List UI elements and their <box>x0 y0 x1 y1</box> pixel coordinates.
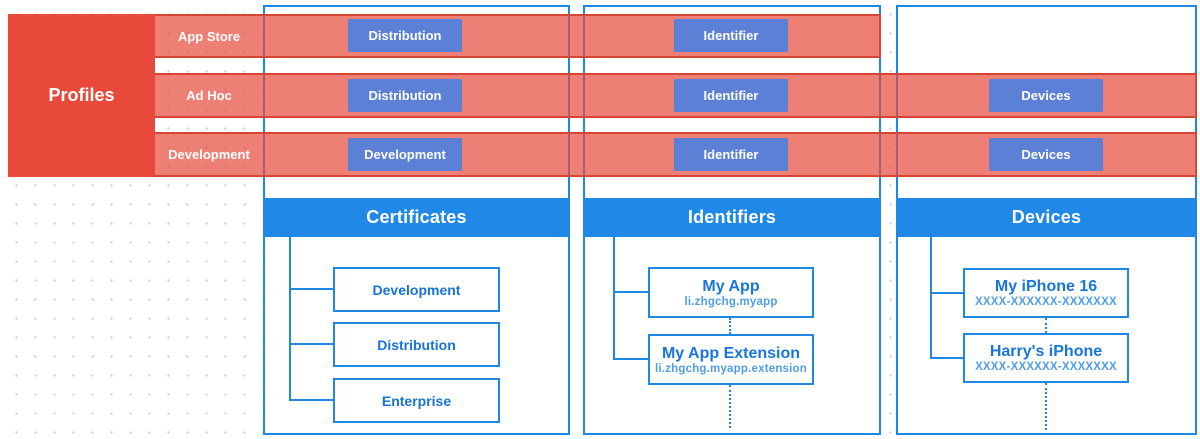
devices-header: Devices <box>898 198 1195 237</box>
device-node-harrys-iphone: Harry's iPhone XXXX-XXXXXX-XXXXXXX <box>963 333 1129 383</box>
chip-identifier: Identifier <box>674 79 788 112</box>
certificates-header-label: Certificates <box>366 207 467 227</box>
certificate-node-distribution: Distribution <box>333 322 500 367</box>
node-title: My iPhone 16 <box>994 278 1098 295</box>
tree-branch-line <box>613 291 648 293</box>
profile-row-label-development: Development <box>155 132 263 177</box>
node-title: Harry's iPhone <box>989 343 1103 360</box>
row-label-text: Ad Hoc <box>186 88 232 103</box>
chip-label: Identifier <box>703 147 759 162</box>
profile-row-label-app-store: App Store <box>155 14 263 58</box>
node-subtitle: li.zhgchg.myapp <box>684 295 778 308</box>
chip-label: Identifier <box>703 28 759 43</box>
node-title: Enterprise <box>381 392 452 409</box>
dotted-connector-line <box>1045 318 1047 333</box>
chip-label: Devices <box>1021 88 1071 103</box>
dotted-connector-line <box>729 318 731 334</box>
tree-branch-line <box>289 288 333 290</box>
tree-branch-line <box>613 358 648 360</box>
node-title: Development <box>372 281 461 298</box>
chip-identifier: Identifier <box>674 138 788 171</box>
chip-devices: Devices <box>989 138 1103 171</box>
certificate-node-enterprise: Enterprise <box>333 378 500 423</box>
profile-row-label-ad-hoc: Ad Hoc <box>155 73 263 118</box>
node-title: My App Extension <box>661 344 801 362</box>
tree-branch-line <box>289 343 333 345</box>
profiles-box-label: Profiles <box>48 85 115 105</box>
devices-header-label: Devices <box>1011 207 1082 227</box>
row-label-text: App Store <box>177 28 241 44</box>
node-subtitle: li.zhgchg.myapp.extension <box>655 362 807 375</box>
tree-branch-line <box>930 357 963 359</box>
device-node-my-iphone-16: My iPhone 16 XXXX-XXXXXX-XXXXXXX <box>963 268 1129 318</box>
node-subtitle: XXXX-XXXXXX-XXXXXXX <box>975 361 1117 373</box>
chip-label: Distribution <box>368 28 442 43</box>
profiles-box: Profiles <box>8 14 155 177</box>
identifiers-tree-trunk-line <box>613 237 615 360</box>
chip-identifier: Identifier <box>674 19 788 52</box>
identifier-node-my-app-extension: My App Extension li.zhgchg.myapp.extensi… <box>648 334 814 385</box>
chip-distribution-certificate: Distribution <box>348 79 462 112</box>
chip-devices: Devices <box>989 79 1103 112</box>
chip-label: Development <box>364 147 446 162</box>
dotted-connector-line <box>1045 383 1047 430</box>
node-title: My App <box>702 277 760 295</box>
chip-distribution-certificate: Distribution <box>348 19 462 52</box>
identifier-node-my-app: My App li.zhgchg.myapp <box>648 267 814 318</box>
chip-label: Distribution <box>368 88 442 103</box>
certificates-header: Certificates <box>265 198 568 237</box>
dotted-connector-line <box>729 385 731 428</box>
certificates-tree-trunk-line <box>289 237 291 401</box>
identifiers-header-label: Identifiers <box>687 207 777 227</box>
chip-development-certificate: Development <box>348 138 462 171</box>
chip-label: Devices <box>1021 147 1071 162</box>
row-label-text: Development <box>168 147 250 162</box>
certificate-node-development: Development <box>333 267 500 312</box>
tree-branch-line <box>289 399 333 401</box>
node-title: Distribution <box>377 336 456 353</box>
chip-label: Identifier <box>703 88 759 103</box>
devices-tree-trunk-line <box>930 237 932 358</box>
identifiers-header: Identifiers <box>585 198 879 237</box>
tree-branch-line <box>930 292 963 294</box>
node-subtitle: XXXX-XXXXXX-XXXXXXX <box>975 296 1117 308</box>
